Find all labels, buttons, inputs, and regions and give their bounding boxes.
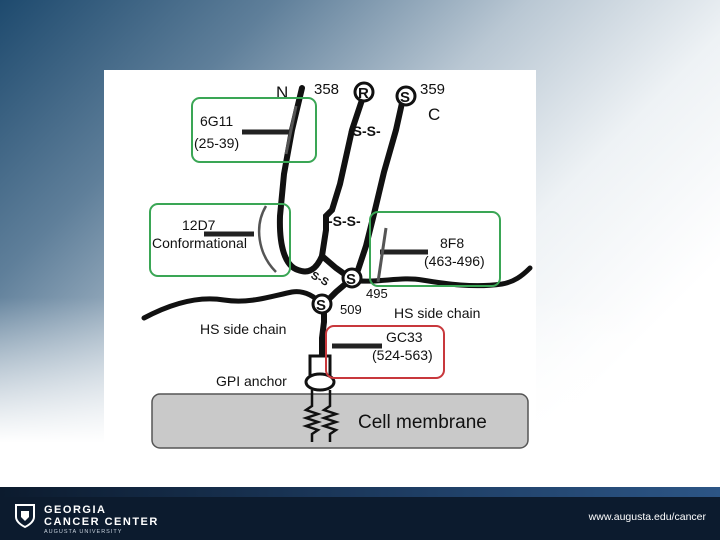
terminus-c: C (428, 105, 440, 124)
disulfide-top: -S-S- (348, 123, 381, 139)
gpi-anchor-ring (304, 372, 336, 392)
antibody-box-6g11 (191, 97, 317, 163)
protein-backbone (276, 85, 369, 275)
disulfide-low: S-S (309, 270, 331, 289)
footer-accent-strip (0, 487, 720, 497)
hs-side-chain-left-label: HS side chain (200, 321, 286, 337)
antibody-6g11-paratope (284, 105, 298, 155)
hs-side-chain-right-label: HS side chain (394, 305, 480, 321)
residue-number-509: 509 (340, 302, 362, 317)
antibody-6g11-name: 6G11 (200, 113, 233, 129)
antibody-12d7-paratope (258, 205, 277, 273)
hs-side-chain-left (141, 289, 325, 321)
residue-circle-s-top (395, 85, 417, 107)
residue-s-top: S (400, 89, 410, 106)
cell-membrane (151, 393, 529, 449)
residue-s-mid: S (346, 271, 356, 288)
antibody-gc33-epitope: (524-563) (372, 347, 433, 363)
residue-s-low: S (316, 297, 326, 314)
gpi-anchor-label: GPI anchor (216, 373, 287, 389)
terminus-n: N (276, 83, 288, 102)
logo-org-line2: CANCER CENTER (44, 516, 159, 528)
lipid-tail-right (320, 390, 340, 442)
residue-number-495: 495 (366, 286, 388, 301)
antibody-box-8f8 (369, 211, 501, 287)
protein-backbone-c (321, 91, 407, 307)
logo-shield-icon (15, 504, 35, 529)
antibody-box-12d7 (149, 203, 291, 277)
antibody-8f8-paratope (376, 227, 388, 283)
residue-number-359: 359 (420, 81, 445, 98)
logo-org-line1: GEORGIA (44, 504, 107, 516)
antibody-6g11-epitope: (25-39) (194, 135, 239, 151)
footer-url[interactable]: www.augusta.edu/cancer (588, 511, 706, 523)
residue-r: R (358, 85, 369, 102)
antibody-12d7-name: 12D7 (182, 217, 216, 233)
residue-circle-r (353, 81, 375, 103)
antibody-8f8-name: 8F8 (440, 235, 464, 251)
residue-circle-s-mid (341, 267, 363, 289)
disulfide-mid: -S-S- (328, 213, 361, 229)
antibody-box-gc33 (325, 325, 445, 379)
membrane-label: Cell membrane (358, 412, 487, 433)
residue-number-358: 358 (314, 81, 339, 98)
antibody-8f8-epitope: (463-496) (424, 253, 485, 269)
antibody-12d7-epitope: Conformational (152, 235, 247, 251)
glypican-diagram: Cell membrane R S S S N 358 359 C 495 50… (104, 70, 536, 472)
diagram-svg: Cell membrane R S S S N 358 359 C 495 50… (141, 81, 533, 449)
logo-org-sub: AUGUSTA UNIVERSITY (44, 529, 123, 535)
lipid-tail-left (302, 390, 322, 442)
antibody-gc33-name: GC33 (386, 329, 423, 345)
hs-side-chain-right (347, 265, 533, 289)
residue-circle-s-low (311, 293, 333, 315)
